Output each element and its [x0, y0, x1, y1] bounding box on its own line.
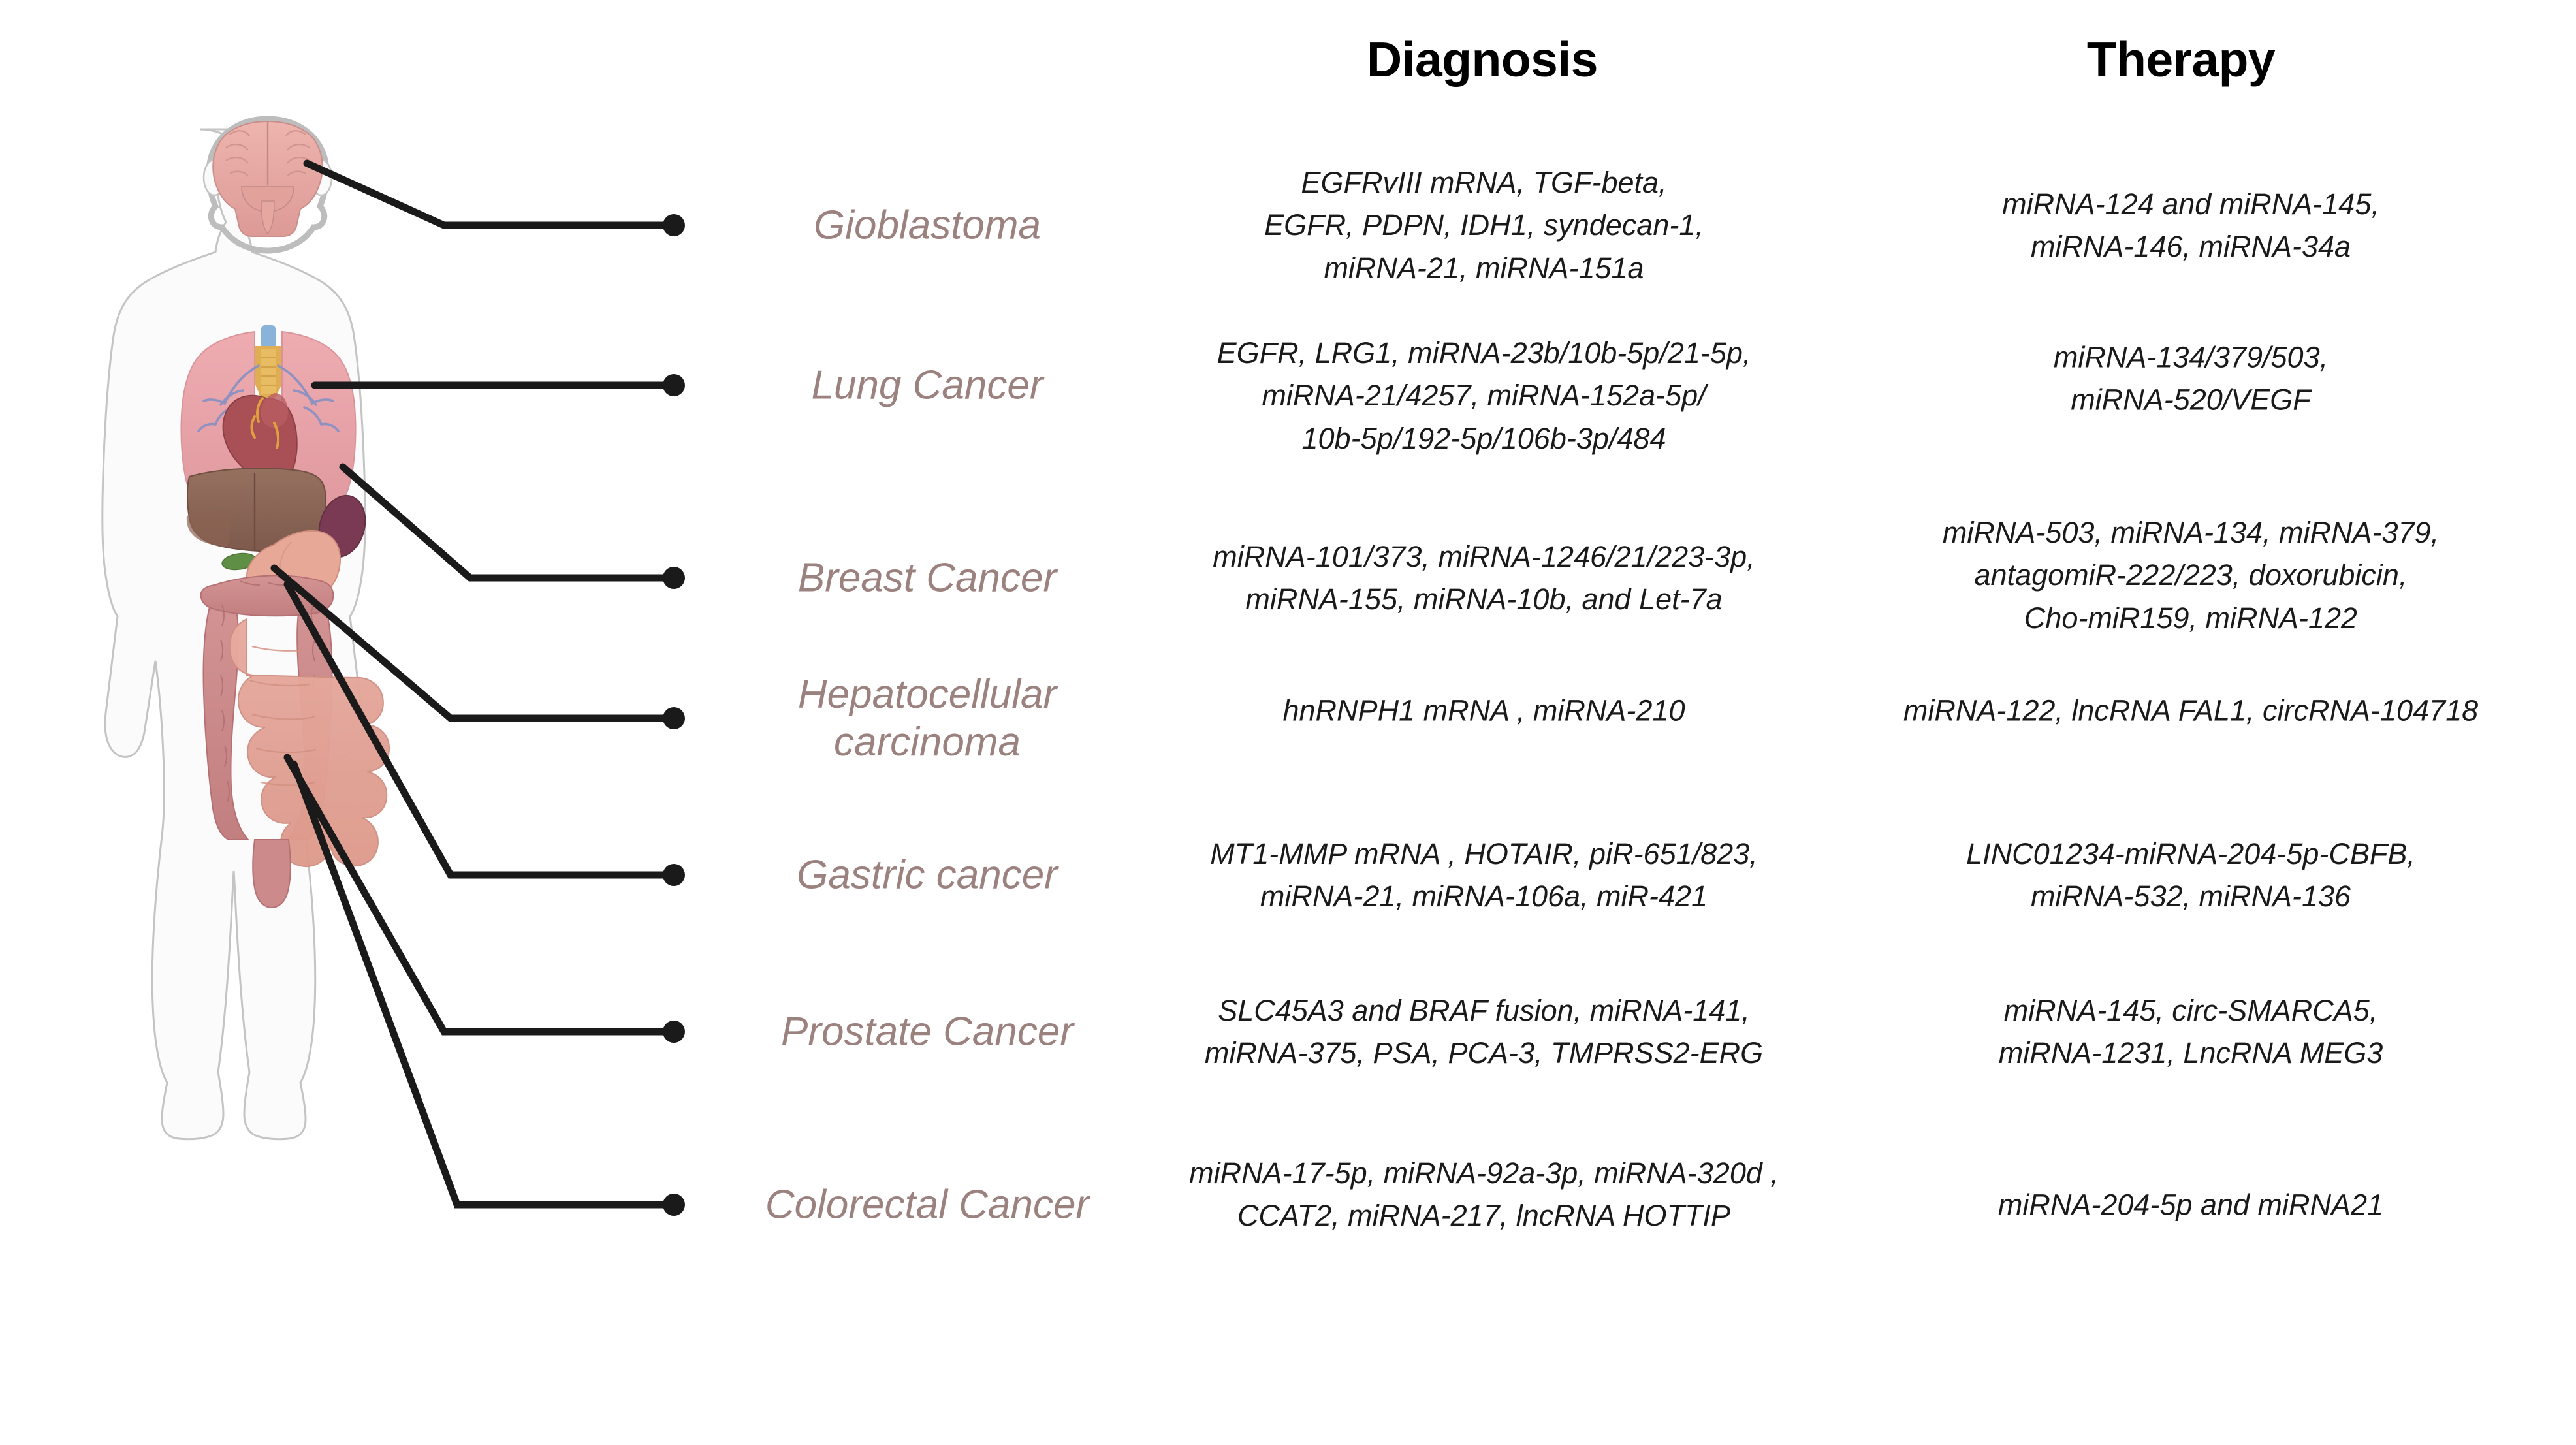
- cancer-label-hepatocellular-carcinoma: Hepatocellular carcinoma: [797, 671, 1057, 765]
- therapy-cell-breast-cancer: miRNA-503, miRNA-134, miRNA-379, antagom…: [1942, 516, 2440, 635]
- therapy-cell-gioblastoma: miRNA-124 and miRNA-145, miRNA-146, miRN…: [2002, 187, 2379, 263]
- cancer-label-breast-cancer: Breast Cancer: [797, 555, 1057, 601]
- cancer-label-lung-cancer: Lung Cancer: [811, 362, 1043, 408]
- rectum-organ: [252, 839, 291, 909]
- cancer-label-gioblastoma: Gioblastoma: [813, 202, 1042, 248]
- trachea-thyroid: [252, 325, 285, 399]
- cancer-label-prostate-cancer: Prostate Cancer: [781, 1009, 1073, 1055]
- diagnosis-cell-breast-cancer: miRNA-101/373, miRNA-1246/21/223-3p, miR…: [1213, 539, 1755, 616]
- therapy-cell-gastric-cancer: LINC01234-miRNA-204-5p-CBFB, miRNA-532, …: [1966, 836, 2415, 913]
- lungs-organ: [180, 330, 357, 507]
- diagnosis-cell-gastric-cancer: MT1-MMP mRNA , HOTAIR, piR-651/823, miRN…: [1210, 836, 1758, 913]
- leader-dot-gioblastoma: [663, 214, 685, 236]
- column-header-therapy: Therapy: [2086, 32, 2276, 87]
- leader-dot-breast-cancer: [663, 567, 685, 589]
- therapy-cell-prostate-cancer: miRNA-145, circ-SMARCA5, miRNA-1231, Lnc…: [1998, 993, 2383, 1070]
- cancer-label-gastric-cancer: Gastric cancer: [797, 852, 1058, 898]
- diagnosis-cell-gioblastoma: EGFRvIII mRNA, TGF-beta, EGFR, PDPN, IDH…: [1264, 166, 1704, 285]
- therapy-cell-hepatocellular-carcinoma: miRNA-122, lncRNA FAL1, circRNA-104718: [1903, 693, 2479, 727]
- column-header-diagnosis: Diagnosis: [1367, 32, 1598, 87]
- human-body-illustration: [59, 59, 477, 1404]
- diagnosis-cell-prostate-cancer: SLC45A3 and BRAF fusion, miRNA-141, miRN…: [1204, 993, 1764, 1070]
- leader-dot-colorectal-cancer: [663, 1194, 685, 1216]
- diagnosis-cell-hepatocellular-carcinoma: hnRNPH1 mRNA , miRNA-210: [1282, 693, 1685, 727]
- diagnosis-cell-colorectal-cancer: miRNA-17-5p, miRNA-92a-3p, miRNA-320d , …: [1189, 1156, 1779, 1233]
- heart-organ: [222, 393, 298, 483]
- leader-dot-hepatocellular-carcinoma: [663, 707, 685, 729]
- cancer-label-colorectal-cancer: Colorectal Cancer: [765, 1182, 1090, 1228]
- liver-organ: [186, 468, 327, 552]
- therapy-cell-lung-cancer: miRNA-134/379/503, miRNA-520/VEGF: [2053, 340, 2329, 417]
- diagnosis-cell-lung-cancer: EGFR, LRG1, miRNA-23b/10b-5p/21-5p, miRN…: [1216, 336, 1751, 455]
- therapy-cell-colorectal-cancer: miRNA-204-5p and miRNA21: [1997, 1188, 2384, 1222]
- leader-dot-lung-cancer: [663, 374, 685, 396]
- brain-organ: [212, 120, 323, 237]
- leader-dot-gastric-cancer: [663, 864, 685, 886]
- leader-dot-prostate-cancer: [663, 1021, 685, 1043]
